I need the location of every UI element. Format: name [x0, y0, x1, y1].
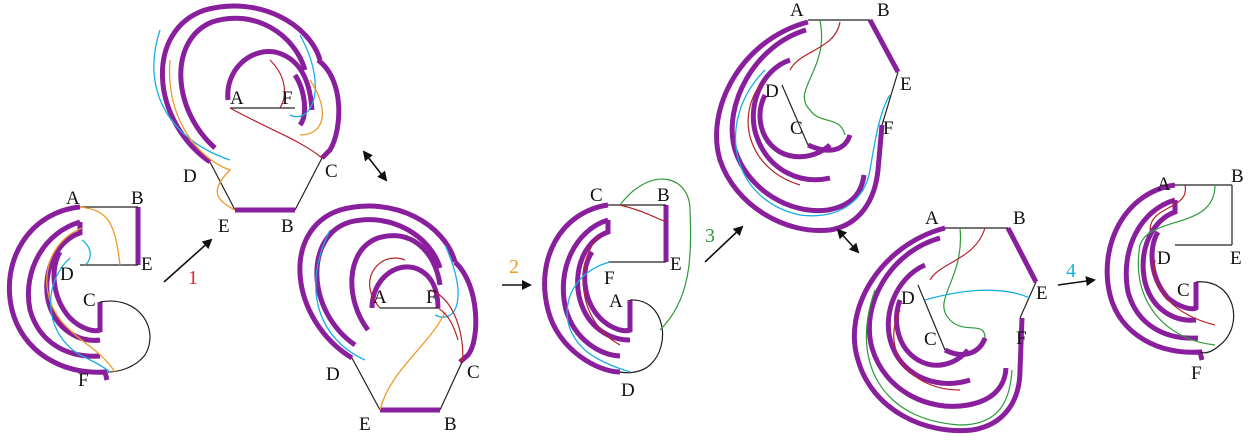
d2-label-f: F [282, 88, 293, 109]
d7-label-e: E [1230, 248, 1242, 269]
d5-label-d: D [765, 81, 779, 102]
diagram-6: A B E F D C [851, 208, 1048, 434]
d4-label-b: B [657, 185, 670, 206]
d6-label-b: B [1013, 208, 1026, 229]
d5-label-b: B [877, 0, 890, 21]
d3-label-e: E [359, 414, 371, 435]
d1-label-a: A [66, 188, 80, 209]
d2-label-e: E [218, 216, 230, 237]
d4-label-c: C [590, 185, 603, 206]
step-2-label: 2 [509, 256, 519, 278]
d1-label-c: C [83, 290, 96, 311]
d4-label-e: E [670, 254, 682, 275]
diagram-7: A B C D E F [1104, 166, 1244, 384]
d6-label-d: D [901, 288, 915, 309]
d7-label-f: F [1191, 363, 1202, 384]
step-4-label: 4 [1066, 260, 1076, 282]
diagram-2: A F D C E B [153, 3, 342, 237]
diagram-1: A B C D E F [6, 188, 153, 391]
d1-label-e: E [141, 254, 153, 275]
d6-label-c: C [924, 329, 937, 350]
step-3-arrow [704, 225, 744, 263]
d5-label-f: F [883, 118, 894, 139]
equivalence-arrow-2 [836, 228, 860, 254]
d7-label-a: A [1157, 174, 1171, 195]
d4-label-f: F [604, 268, 615, 289]
diagram-5: A B E F D C [714, 0, 912, 234]
step-1-label: 1 [188, 267, 198, 289]
d1-label-b: B [131, 188, 144, 209]
d3-label-b: B [444, 414, 457, 435]
d4-label-a: A [609, 291, 623, 312]
d2-label-c: C [325, 161, 338, 182]
d2-label-d: D [183, 166, 197, 187]
d2-label-a: A [230, 88, 244, 109]
d6-label-e: E [1036, 283, 1048, 304]
step-4-arrow [1057, 276, 1096, 287]
d6-label-a: A [925, 208, 939, 229]
d7-label-c: C [1177, 280, 1190, 301]
d6-label-f: F [1016, 328, 1027, 349]
diagram-4: C B F E A D [542, 178, 692, 401]
d4-label-d: D [621, 380, 635, 401]
d5-label-a: A [790, 0, 804, 21]
d1-label-f: F [78, 370, 89, 391]
diagram-3: A F D C E B [297, 203, 480, 435]
d7-label-d: D [1157, 248, 1171, 269]
d7-label-b: B [1231, 166, 1244, 187]
equivalence-arrow-1 [362, 150, 388, 182]
d3-label-f: F [426, 287, 437, 308]
d5-label-e: E [900, 74, 912, 95]
step-1-arrow [163, 238, 213, 283]
d2-label-b: B [281, 216, 294, 237]
d1-label-d: D [60, 264, 74, 285]
d3-label-c: C [467, 362, 480, 383]
d3-label-a: A [373, 287, 387, 308]
d5-label-c: C [790, 118, 803, 139]
d3-label-d: D [326, 364, 340, 385]
step-3-label: 3 [705, 225, 715, 247]
